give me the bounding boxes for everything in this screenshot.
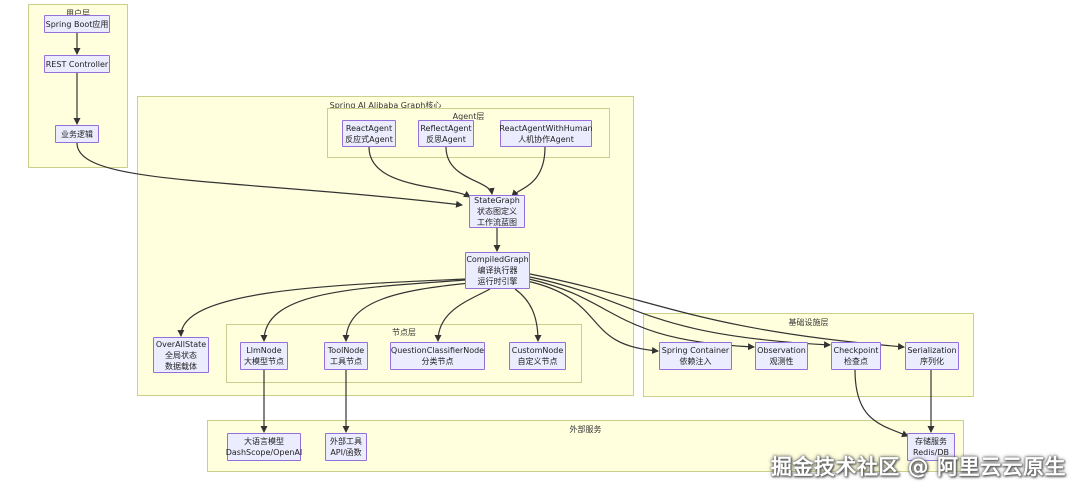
node-label: QuestionClassifierNode xyxy=(390,346,485,355)
node-label: ToolNode xyxy=(327,346,365,355)
group-title: Agent层 xyxy=(452,112,485,121)
node-label: 状态图定义 xyxy=(477,207,517,216)
node-tool-node[interactable]: ToolNode 工具节点 xyxy=(324,342,368,370)
node-label: 人机协作Agent xyxy=(518,134,574,144)
node-state-graph[interactable]: StateGraph 状态图定义 工作流蓝图 xyxy=(469,195,525,228)
node-label: ReactAgentWithHuman xyxy=(499,123,593,133)
node-react-agent[interactable]: ReactAgent 反应式Agent xyxy=(342,120,396,147)
group-title: 外部服务 xyxy=(569,425,602,434)
node-label: Observation xyxy=(757,346,806,355)
node-label: 观测性 xyxy=(769,357,794,366)
group-title: 基础设施层 xyxy=(788,318,829,327)
node-label: REST Controller xyxy=(45,59,109,69)
node-label: CustomNode xyxy=(511,346,564,355)
node-compiled-graph[interactable]: CompiledGraph 编译执行器 运行时引擎 xyxy=(465,252,530,289)
node-question-classifier[interactable]: QuestionClassifierNode 分类节点 xyxy=(390,342,485,370)
node-label: StateGraph xyxy=(474,196,520,205)
node-custom-node[interactable]: CustomNode 自定义节点 xyxy=(509,342,566,370)
node-label: 业务逻辑 xyxy=(61,129,93,139)
group-title: 用户层 xyxy=(66,9,90,18)
node-label: 外部工具 xyxy=(330,437,362,446)
node-external-tools[interactable]: 外部工具 API/函数 xyxy=(325,433,367,461)
node-label: 依赖注入 xyxy=(679,357,712,366)
group-title: 节点层 xyxy=(392,328,416,337)
node-storage[interactable]: 存储服务 Redis/DB xyxy=(907,433,955,461)
node-business-logic[interactable]: 业务逻辑 xyxy=(55,125,99,143)
group-title: Spring AI Alibaba Graph核心 xyxy=(329,101,442,110)
node-label: CompiledGraph xyxy=(466,255,529,264)
node-label: ReflectAgent xyxy=(420,123,472,133)
watermark: 掘金技术社区 @ 阿里云云原生 xyxy=(770,455,1066,479)
node-label: Spring Boot应用 xyxy=(45,19,109,29)
node-llm-node[interactable]: LlmNode 大模型节点 xyxy=(240,342,288,370)
node-overall-state[interactable]: OverAllState 全局状态 数据载体 xyxy=(153,337,209,373)
node-label: 数据载体 xyxy=(165,361,197,371)
node-label: 大模型节点 xyxy=(244,357,284,366)
node-observation[interactable]: Observation 观测性 xyxy=(755,342,808,370)
node-label: 反思Agent xyxy=(426,134,466,144)
node-label: Serialization xyxy=(907,346,957,355)
node-label: 工具节点 xyxy=(330,357,362,366)
node-spring-boot[interactable]: Spring Boot应用 xyxy=(44,15,110,33)
node-label: 全局状态 xyxy=(165,350,197,360)
node-llm-service[interactable]: 大语言模型 DashScope/OpenAI xyxy=(225,433,303,461)
node-label: 存储服务 xyxy=(915,437,947,446)
node-label: API/函数 xyxy=(330,448,362,457)
node-label: 自定义节点 xyxy=(517,357,558,366)
node-label: 大语言模型 xyxy=(244,437,284,446)
node-label: 分类节点 xyxy=(421,357,454,366)
node-label: OverAllState xyxy=(155,339,207,349)
node-label: Redis/DB xyxy=(913,448,949,457)
node-label: 检查点 xyxy=(844,357,868,366)
node-label: LlmNode xyxy=(246,346,282,355)
node-label: Checkpoint xyxy=(833,346,879,355)
node-checkpoint[interactable]: Checkpoint 检查点 xyxy=(831,342,881,370)
node-react-agent-with-human[interactable]: ReactAgentWithHuman 人机协作Agent xyxy=(499,120,593,147)
node-label: ReactAgent xyxy=(345,123,393,133)
node-label: Spring Container xyxy=(661,346,730,355)
node-label: 编译执行器 xyxy=(477,266,518,275)
node-label: 序列化 xyxy=(920,357,944,366)
node-label: 反应式Agent xyxy=(345,134,393,144)
node-reflect-agent[interactable]: ReflectAgent 反思Agent xyxy=(418,120,474,147)
node-serialization[interactable]: Serialization 序列化 xyxy=(905,342,959,370)
node-spring-container[interactable]: Spring Container 依赖注入 xyxy=(659,342,732,370)
node-label: 工作流蓝图 xyxy=(477,218,517,227)
node-rest-controller[interactable]: REST Controller xyxy=(44,55,110,73)
node-label: 运行时引擎 xyxy=(477,277,518,286)
node-label: DashScope/OpenAI xyxy=(225,448,303,457)
